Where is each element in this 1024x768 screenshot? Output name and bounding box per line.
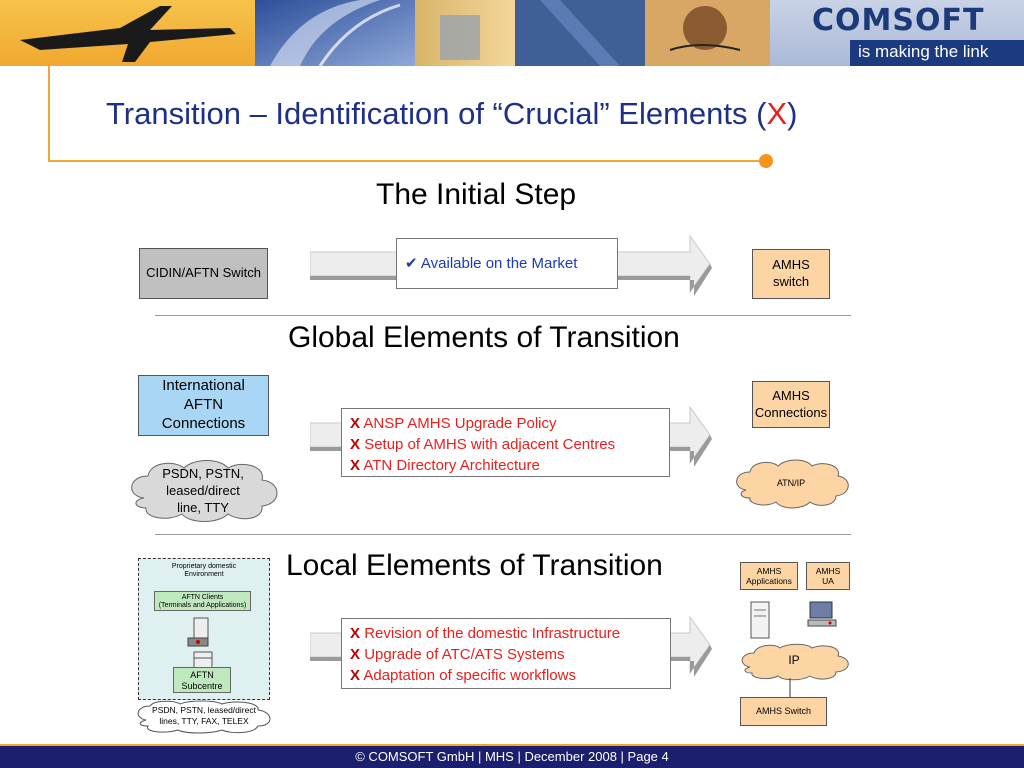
x-mark: X: [350, 415, 361, 432]
frame-vertical-line: [48, 66, 50, 162]
environment-label: Proprietary domestic Environment: [138, 563, 270, 580]
apps-line2: Applications: [746, 576, 792, 586]
separator-2: [155, 534, 851, 535]
amhs-switch-box: AMHS switch: [752, 249, 830, 299]
amhs-conn-line1: AMHS: [772, 387, 810, 403]
footer-rule: [0, 744, 1024, 746]
x-mark: X: [350, 436, 361, 453]
local-items-box: X Revision of the domestic Infrastructur…: [341, 618, 671, 689]
atn-ip-label: ATN/IP: [776, 478, 806, 488]
psdn-line1: PSDN, PSTN,: [162, 466, 244, 481]
check-icon: ✔: [405, 255, 418, 272]
local-psdn-line1: PSDN, PSTN, leased/direct: [152, 705, 256, 715]
global-item-2: X Setup of AMHS with adjacent Centres: [350, 434, 661, 455]
x-mark: X: [350, 457, 361, 474]
initial-item-box: ✔ Available on the Market: [396, 238, 618, 289]
global-heading: Global Elements of Transition: [288, 321, 680, 354]
local-item-2: X Upgrade of ATC/ATS Systems: [350, 644, 662, 665]
local-item-1: X Revision of the domestic Infrastructur…: [350, 623, 662, 644]
clients-line2: (Terminals and Applications): [158, 602, 247, 610]
frame-horizontal-line: [48, 160, 766, 162]
ip-cloud-label: IP: [788, 653, 800, 667]
subcentre-line2: Subcentre: [181, 680, 223, 691]
tagline-bar: [850, 40, 1024, 66]
cidin-aftn-switch-box: CIDIN/AFTN Switch: [139, 248, 268, 299]
psdn-cloud-label: PSDN, PSTN, leased/direct line, TTY: [124, 466, 282, 517]
server-tower-icon: [750, 601, 770, 639]
title-text: Transition – Identification of “Crucial”…: [106, 96, 767, 131]
international-aftn-box: International AFTN Connections: [138, 375, 269, 436]
footer-bar: [0, 746, 1024, 768]
comsoft-logo: COMSOFT: [812, 3, 985, 38]
local-psdn-label: PSDN, PSTN, leased/direct lines, TTY, FA…: [134, 705, 274, 726]
intl-line3: Connections: [161, 414, 246, 432]
initial-item-text: Available on the Market: [420, 255, 578, 272]
local-item-3: X Adaptation of specific workflows: [350, 665, 662, 686]
x-mark: X: [350, 667, 361, 684]
intl-line2: AFTN: [183, 396, 224, 414]
amhs-applications-box: AMHS Applications: [740, 562, 798, 590]
tagline: is making the link: [858, 42, 989, 61]
page-title: Transition – Identification of “Crucial”…: [106, 96, 797, 132]
ip-cloud-shape: [741, 643, 849, 681]
psdn-line3: line, TTY: [177, 499, 229, 515]
aftn-clients-box: AFTN Clients (Terminals and Applications…: [154, 591, 251, 611]
atn-ip-cloud-shape: [736, 459, 849, 509]
banner-photos: [0, 0, 770, 66]
amhs-switch-line1: AMHS: [772, 257, 810, 273]
frame-dot: [759, 154, 773, 168]
env-line2: Environment: [184, 571, 224, 579]
airplane-silhouette: [20, 6, 236, 62]
amhs-ua-box: AMHS UA: [806, 562, 850, 590]
local-psdn-cloud-shape: [137, 700, 271, 734]
global-item-1: X ANSP AMHS Upgrade Policy: [350, 413, 661, 434]
local-psdn-line2: lines, TTY, FAX, TELEX: [159, 715, 249, 726]
subcentre-line1: AFTN: [190, 670, 214, 680]
ua-line1: AMHS: [815, 565, 841, 576]
psdn-cloud-shape: [131, 460, 278, 522]
apps-line1: AMHS: [756, 565, 782, 576]
global-item-text: ATN Directory Architecture: [363, 457, 540, 474]
local-item-text: Upgrade of ATC/ATS Systems: [364, 646, 565, 663]
header-banner: [0, 0, 1024, 66]
env-line1: Proprietary domestic: [171, 563, 237, 570]
amhs-switch-line2: switch: [772, 274, 810, 289]
global-items-box: X ANSP AMHS Upgrade Policy X Setup of AM…: [341, 408, 670, 477]
separator-1: [155, 315, 851, 316]
footer-text: © COMSOFT GmbH | MHS | December 2008 | P…: [355, 749, 669, 764]
amhs-switch-local-box: AMHS Switch: [740, 697, 827, 726]
connector-line: [789, 678, 791, 698]
global-item-text: ANSP AMHS Upgrade Policy: [363, 415, 557, 432]
intl-line1: International: [162, 377, 245, 395]
local-item-text: Revision of the domestic Infrastructure: [364, 625, 621, 642]
global-item-text: Setup of AMHS with adjacent Centres: [364, 436, 616, 453]
clients-line1: AFTN Clients: [181, 594, 224, 601]
amhs-conn-line2: Connections: [754, 404, 828, 420]
initial-step-heading: The Initial Step: [376, 178, 577, 211]
global-item-3: X ATN Directory Architecture: [350, 455, 661, 476]
title-close: ): [787, 96, 798, 131]
terminal-icon: [187, 617, 209, 647]
local-heading: Local Elements of Transition: [286, 549, 663, 582]
psdn-line2: leased/direct: [166, 482, 240, 498]
x-mark: X: [350, 646, 361, 663]
aftn-subcentre-box: AFTN Subcentre: [173, 667, 231, 693]
ua-line2: UA: [822, 576, 834, 586]
amhs-connections-box: AMHS Connections: [752, 381, 830, 428]
title-mark: X: [766, 96, 788, 131]
x-mark: X: [350, 625, 361, 642]
workstation-icon: [807, 601, 837, 627]
local-item-text: Adaptation of specific workflows: [363, 667, 576, 684]
